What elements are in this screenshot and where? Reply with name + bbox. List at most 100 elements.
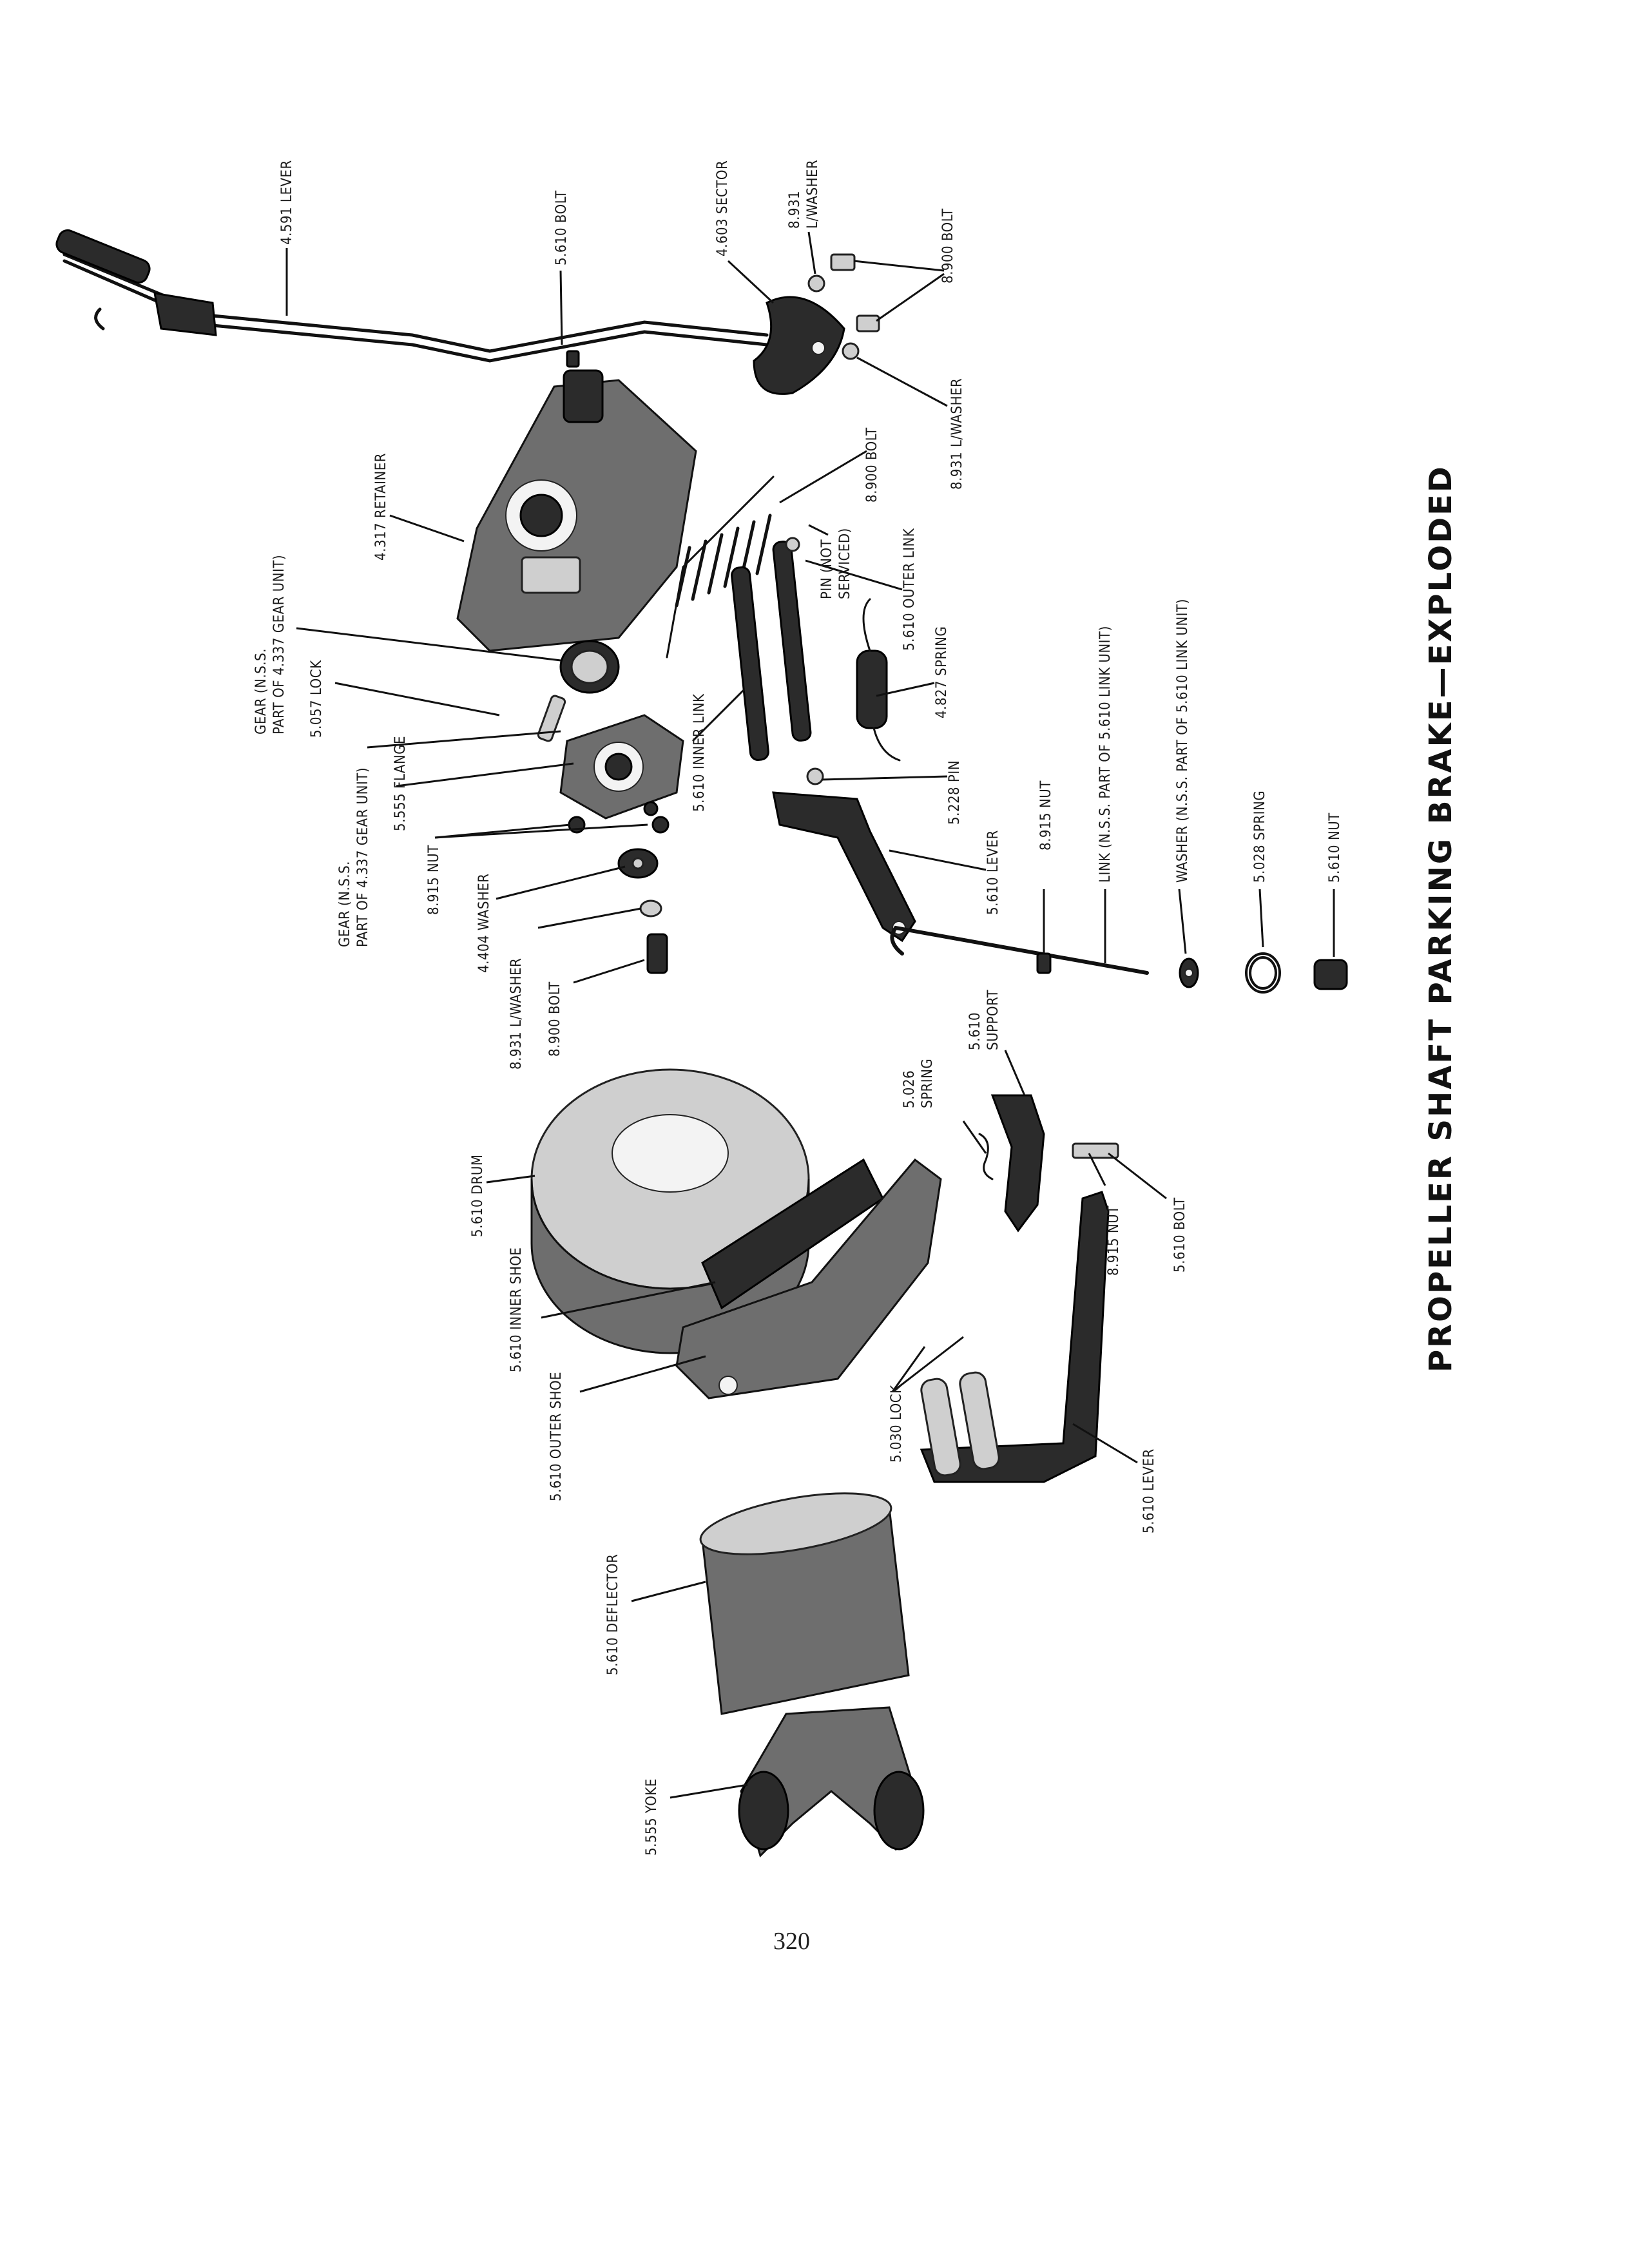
label-nut-8915-left: 8.915 NUT: [426, 845, 442, 915]
label-lever-5610-lower: 5.610 LEVER: [1141, 1448, 1157, 1533]
right-small-parts: [1179, 952, 1348, 994]
leader-lock-5030-a: [891, 1346, 926, 1392]
label-flange-5555: 5.555 FLANGE: [392, 736, 409, 831]
leader-washer-4404: [496, 865, 626, 900]
label-pin-not-serviced-1: PIN (NOT: [819, 539, 835, 599]
lever-5610-lower-part: [920, 1191, 1110, 1483]
leader-inner-link: [691, 688, 746, 742]
label-inner-shoe: 5.610 INNER SHOE: [508, 1247, 525, 1372]
leader-pin-5228-a: [821, 775, 948, 781]
label-link-nss: LINK (N.S.S. PART OF 5.610 LINK UNIT): [1097, 626, 1113, 883]
label-lwasher-right: 8.931 L/WASHER: [949, 378, 965, 490]
deflector-5610-part: [699, 1492, 910, 1715]
leader-lwasher-right: [856, 356, 948, 407]
label-nut-8915-low: 8.915 NUT: [1106, 1206, 1122, 1276]
label-pin-not-serviced-2: SERVICED): [837, 528, 853, 599]
leader-support-5610: [1004, 1050, 1026, 1096]
top-fasteners-part: [566, 253, 880, 368]
label-gear-top-2: PART OF 4.337 GEAR UNIT): [271, 555, 287, 735]
label-washer-nss: WASHER (N.S.S. PART OF 5.610 LINK UNIT): [1175, 599, 1191, 883]
leader-lever-5610-lower: [1072, 1423, 1138, 1464]
gear-ring-part: [559, 640, 620, 694]
sector-4603-part: [753, 296, 845, 395]
label-bolt-8900-low: 8.900 BOLT: [547, 981, 563, 1057]
link-rod-part: [890, 925, 1149, 975]
label-lever-4591: 4.591 LEVER: [279, 160, 295, 245]
leader-outer-shoe: [579, 1355, 706, 1393]
outer-shoe-5610-part: [675, 1158, 942, 1399]
diagram-title: PROPELLER SHAFT PARKING BRAKE—EXPLODED: [1423, 465, 1459, 1372]
label-spring-4827: 4.827 SPRING: [934, 626, 950, 718]
leader-deflector: [631, 1581, 706, 1602]
leader-washer-nss: [1178, 889, 1187, 954]
label-bolt-5610-top: 5.610 BOLT: [554, 190, 570, 265]
leader-lock-5057: [334, 682, 500, 716]
label-bolt-5610-low: 5.610 BOLT: [1172, 1197, 1188, 1273]
retainer-4317-part: [456, 369, 697, 652]
label-gear-top-1: GEAR (N.S.S.: [253, 648, 269, 735]
leader-bolt-5610-top: [559, 270, 563, 345]
label-gear-lower-2: PART OF 4.337 GEAR UNIT): [355, 767, 371, 947]
label-lock-5057: 5.057 LOCK: [309, 660, 325, 738]
leader-lock-5030-b: [892, 1336, 964, 1393]
leader-nut-8915-left-b: [434, 823, 648, 839]
label-gear-lower-1: GEAR (N.S.S.: [337, 861, 353, 947]
label-bolt-8900-top: 8.900 BOLT: [940, 208, 956, 284]
label-retainer-4317: 4.317 RETAINER: [373, 453, 389, 561]
label-pin-5228: 5.228 PIN: [947, 760, 963, 825]
label-spring-5026-1: 5.026: [901, 1070, 918, 1108]
lever-5610-upper-part: [772, 767, 916, 943]
label-nut-5610: 5.610 NUT: [1327, 812, 1343, 883]
labels: 4.591 LEVER 5.610 BOLT 4.603 SECTOR 8.93…: [253, 160, 1343, 1856]
lever-4591-part: [55, 229, 769, 363]
leader-bolt-8900-low: [573, 959, 645, 984]
leader-pin-not-serviced: [808, 524, 829, 536]
leader-spring-5028: [1258, 889, 1264, 948]
spring-4827-part: [856, 598, 901, 762]
label-washer-4404: 4.404 WASHER: [476, 873, 492, 973]
leader-bolt-8900-top-b: [876, 273, 945, 322]
label-lever-5610-upper: 5.610 LEVER: [985, 830, 1001, 915]
leader-lwasher-low: [537, 907, 642, 929]
yoke-5555-part: [738, 1706, 925, 1858]
leader-bolt-8900-mid: [779, 450, 867, 504]
leader-gear-lower: [367, 730, 561, 749]
label-deflector: 5.610 DEFLECTOR: [605, 1554, 621, 1675]
leader-outer-link: [805, 559, 903, 591]
leader-inner-shoe: [541, 1281, 716, 1319]
leader-lever-5610-upper: [889, 849, 987, 871]
label-nut-8915-right: 8.915 NUT: [1038, 780, 1054, 850]
label-support-5610-1: 5.610: [967, 1012, 983, 1050]
label-inner-link: 5.610 INNER LINK: [691, 693, 708, 812]
bolt-cluster-part: [666, 476, 775, 658]
label-spring-5026-2: SPRING: [920, 1059, 936, 1108]
label-lwasher-top-1: 8.931: [787, 191, 803, 229]
leader-bolt-5610-low: [1108, 1152, 1167, 1200]
leader-yoke: [670, 1783, 748, 1799]
label-drum: 5.610 DRUM: [470, 1155, 486, 1238]
page-number: 320: [773, 1928, 810, 1955]
label-lock-5030: 5.030 LOCK: [889, 1385, 905, 1463]
label-outer-shoe: 5.610 OUTER SHOE: [548, 1372, 564, 1501]
leader-lines: [285, 231, 1335, 1799]
label-lwasher-low: 8.931 L/WASHER: [508, 958, 525, 1070]
mid-fasteners-part: [568, 801, 670, 974]
label-outer-link: 5.610 OUTER LINK: [901, 528, 918, 651]
leader-gear-top: [296, 627, 561, 662]
leader-sector-4603: [727, 260, 775, 304]
label-sector-4603: 4.603 SECTOR: [715, 160, 731, 256]
leader-spring-5026: [962, 1120, 987, 1154]
label-support-5610-2: SUPPORT: [985, 989, 1001, 1050]
support-5610-part: [978, 1094, 1119, 1233]
label-spring-5028: 5.028 SPRING: [1252, 791, 1268, 883]
leader-lwasher-top: [807, 231, 816, 274]
label-lwasher-top-2: L/WASHER: [805, 160, 821, 229]
links-5610-part: [731, 537, 812, 761]
label-bolt-8900-mid: 8.900 BOLT: [864, 427, 880, 503]
leader-bolt-8900-top-a: [853, 260, 945, 272]
leader-flange-5555: [396, 762, 574, 787]
flange-5555-part: [537, 695, 684, 820]
label-yoke: 5.555 YOKE: [644, 1778, 660, 1856]
leader-spring-4827: [876, 682, 935, 697]
